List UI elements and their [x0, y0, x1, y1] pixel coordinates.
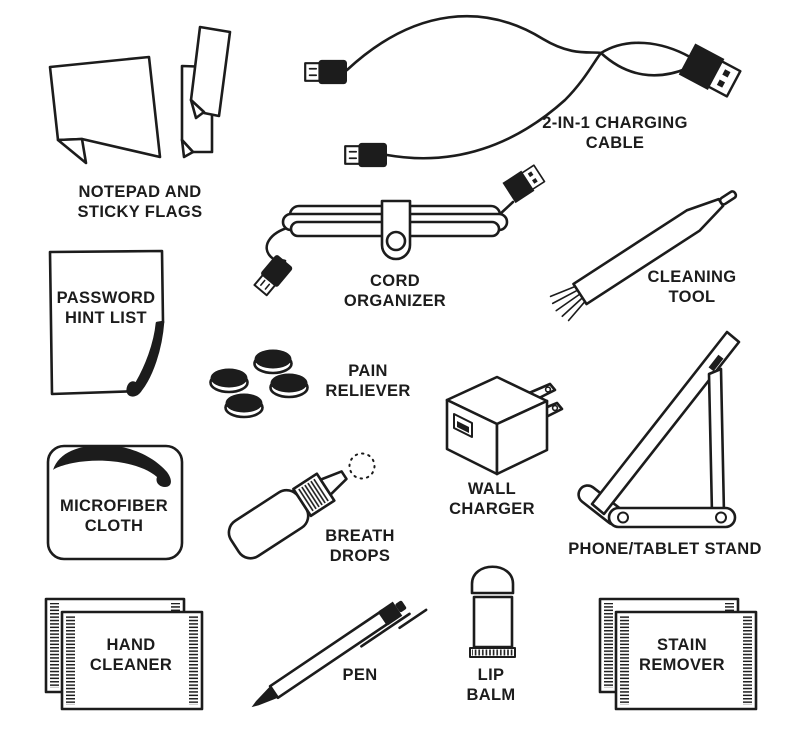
cable-strand-1: [345, 15, 690, 77]
micro-usb-connector-icon: [251, 252, 295, 299]
tool-pin-tip: [718, 190, 738, 206]
micro-usb-connector-icon: [304, 58, 349, 86]
pen-tip: [251, 686, 278, 708]
phone-tablet-stand-illustration: [575, 325, 770, 540]
breath-drops-illustration: [225, 450, 390, 575]
tablet: [209, 368, 249, 394]
password-hint-list-illustration: [45, 245, 170, 405]
folded-corner: [126, 320, 165, 397]
pen-clip: [360, 608, 428, 648]
micro-usb-connector-icon: [344, 141, 389, 169]
scent-swirl: [348, 452, 376, 480]
balm-body: [472, 595, 514, 649]
tablet: [253, 349, 293, 375]
usb-a-connector-icon: [677, 42, 744, 101]
stand-slot: [708, 354, 724, 372]
pivot-screw: [617, 511, 629, 524]
usb-a-connector-icon: [501, 162, 547, 204]
packet-front: [60, 610, 204, 711]
cloth-curled-fold: [53, 445, 171, 487]
balm-cap-dome: [470, 565, 515, 595]
strap-snap-button: [385, 230, 407, 252]
tablet: [224, 393, 264, 419]
pen-clicker: [378, 601, 403, 626]
notepad-pad: [48, 55, 162, 159]
hand-cleaner-illustration: [42, 595, 207, 715]
wall-charger-illustration: [435, 370, 585, 480]
tool-barrel: [572, 197, 725, 306]
stand-main-arm: [590, 330, 741, 516]
tablet: [269, 373, 309, 399]
phone-tablet-stand-label: PHONE/TABLET STAND: [568, 540, 762, 558]
pen-illustration: [250, 592, 428, 710]
cap-ribs: [297, 477, 331, 512]
charging-cable-illustration: [285, 15, 765, 169]
charger-side-face: [495, 399, 549, 476]
cleaning-tool-illustration: [549, 180, 795, 322]
packet-front: [614, 610, 758, 711]
lip-balm-illustration: [463, 558, 521, 662]
stain-remover-illustration: [596, 595, 761, 715]
pivot-screw: [715, 511, 727, 524]
usb-port: [453, 413, 473, 438]
cord-organizer-illustration: [251, 162, 565, 310]
sticky-flag-front: [189, 25, 232, 118]
cable-strand-2: [385, 41, 692, 160]
stand-base-bar: [607, 506, 737, 529]
microfiber-cloth-illustration: [45, 440, 185, 565]
stand-support-arm: [707, 367, 726, 516]
dropper-tip: [319, 470, 348, 497]
notepad-sticky-flags-illustration: [45, 25, 240, 180]
brush-bristles: [549, 285, 586, 322]
pen-label: PEN: [342, 666, 378, 684]
pain-reliever-illustration: [205, 340, 320, 425]
